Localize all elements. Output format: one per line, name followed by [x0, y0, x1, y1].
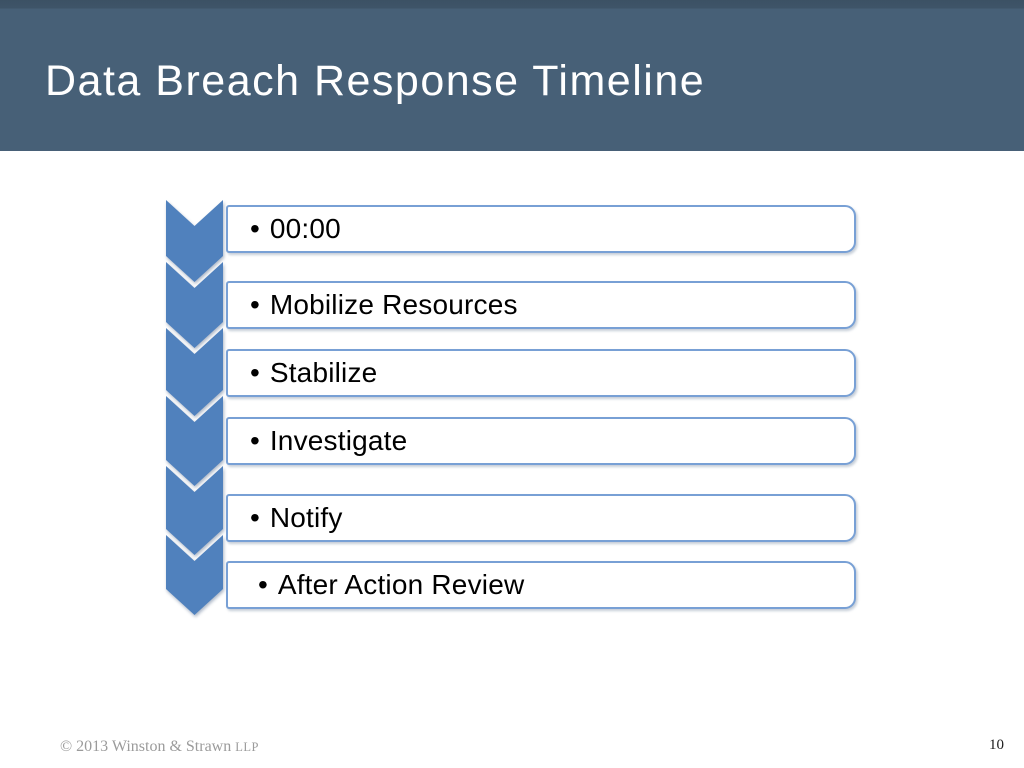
timeline-step-box: • 00:00 [226, 205, 856, 253]
copyright-llp: LLP [235, 740, 259, 754]
chevron-down-icon [166, 466, 223, 555]
timeline-step-label: 00:00 [269, 213, 341, 244]
timeline-step-label: Mobilize Resources [269, 289, 518, 320]
slide-header: Data Breach Response Timeline [0, 0, 1024, 151]
slide-title: Data Breach Response Timeline [45, 57, 706, 105]
bullet-icon: • [250, 213, 260, 244]
bullet-icon: • [250, 357, 260, 388]
chevron-down-icon [166, 328, 223, 416]
chevron-down-icon [166, 262, 223, 348]
timeline-step-label: Investigate [269, 425, 408, 456]
chevron-down-icon [166, 396, 223, 486]
page-number: 10 [989, 737, 1004, 753]
copyright-notice: © 2013 Winston & Strawn LLP [60, 738, 259, 756]
timeline-step-box: • After Action Review [226, 561, 856, 609]
timeline-step-label: Stabilize [269, 357, 378, 388]
bullet-icon: • [250, 425, 260, 456]
copyright-text: © 2013 Winston & Strawn [60, 738, 236, 755]
timeline-step-label: Notify [269, 502, 343, 533]
bullet-icon: • [250, 502, 260, 533]
bullet-icon: • [258, 569, 268, 600]
timeline-step-box: • Stabilize [226, 349, 856, 397]
chevron-down-icon [166, 535, 223, 615]
timeline-step-box: • Mobilize Resources [226, 281, 856, 329]
timeline-step-box: • Investigate [226, 417, 856, 465]
timeline-step-label: After Action Review [277, 569, 525, 600]
chevron-down-icon [166, 200, 223, 282]
bullet-icon: • [250, 289, 260, 320]
timeline-step-box: • Notify [226, 494, 856, 542]
